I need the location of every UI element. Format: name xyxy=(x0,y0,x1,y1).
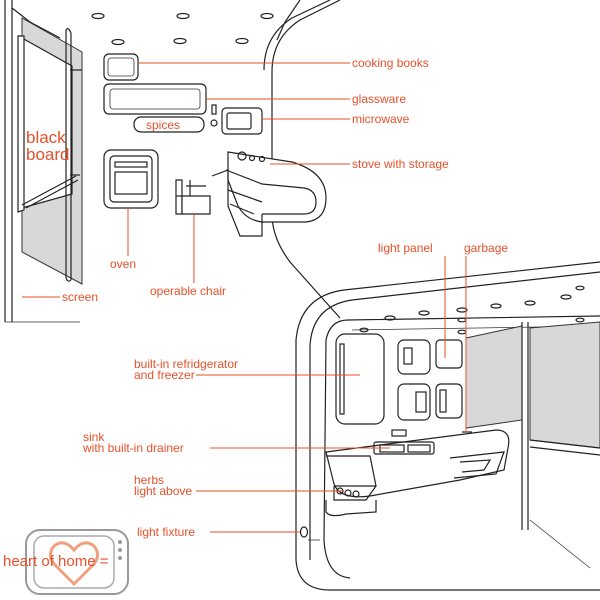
light-panel-unit xyxy=(435,339,463,369)
label-sink-line2: with built-in drainer xyxy=(82,441,184,455)
label-oven: oven xyxy=(110,257,136,271)
blackboard-panel xyxy=(17,17,83,285)
label-stove-with-storage: stove with storage xyxy=(352,157,449,171)
bottom-room xyxy=(295,261,600,591)
microwave-unit xyxy=(221,107,263,135)
heart-tv-icon xyxy=(25,529,129,595)
label-herbs-line1: herbs xyxy=(134,473,164,487)
label-sink-line1: sink xyxy=(83,430,105,444)
label-light-panel: light panel xyxy=(378,241,433,255)
label-refrigerator-line1: built-in refridgerator xyxy=(134,357,238,371)
label-cooking-books: cooking books xyxy=(352,56,429,70)
label-herbs-line2: light above xyxy=(134,484,192,498)
label-screen: screen xyxy=(62,290,98,304)
blackboard-text-1: black xyxy=(26,128,66,147)
label-spices: spices xyxy=(146,118,180,132)
oven-unit xyxy=(103,149,159,209)
label-heart-of-home: heart of home = xyxy=(3,553,109,570)
glassware-cabinet xyxy=(103,83,207,115)
label-garbage: garbage xyxy=(464,241,508,255)
label-light-fixture: light fixture xyxy=(137,525,195,539)
spices-shelf xyxy=(133,116,205,133)
label-operable-chair: operable chair xyxy=(150,284,226,298)
blackboard-text-2: board xyxy=(26,145,69,164)
stove-with-storage xyxy=(211,151,327,237)
cooking-books-cabinet xyxy=(103,53,139,81)
refrigerator-unit xyxy=(335,333,385,425)
label-refrigerator-line2: and freezer xyxy=(134,368,195,382)
operable-chair xyxy=(175,179,211,215)
label-glassware: glassware xyxy=(352,92,406,106)
label-microwave: microwave xyxy=(352,112,410,126)
top-room xyxy=(4,0,341,323)
